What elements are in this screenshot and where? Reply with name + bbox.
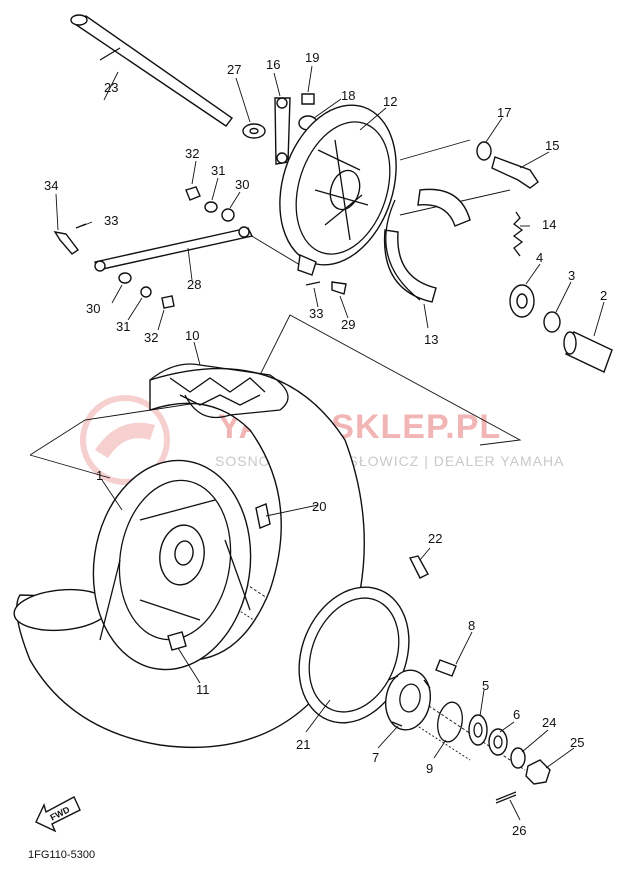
callout-11: 11 (196, 682, 210, 697)
torque-rod-28 (94, 226, 254, 272)
callout-32-bottom: 32 (144, 330, 158, 345)
callout-33-top: 33 (104, 213, 118, 228)
bearing-4 (509, 284, 535, 318)
callout-12: 12 (383, 94, 397, 109)
callout-29: 29 (341, 317, 355, 332)
seal-6 (488, 728, 508, 756)
bearing-5 (468, 714, 488, 746)
wheel-hub-1 (92, 459, 271, 671)
washer-30-bottom (118, 272, 132, 284)
brake-plate-12 (279, 104, 397, 276)
bolt-8 (435, 659, 457, 677)
callout-4: 4 (536, 250, 543, 265)
callout-27: 27 (227, 62, 241, 77)
cam-shaft-15 (491, 156, 539, 189)
callouts: 23 27 16 19 18 12 17 15 32 31 30 34 33 1… (44, 50, 607, 838)
callout-2: 2 (600, 288, 607, 303)
callout-23: 23 (104, 80, 118, 95)
callout-1: 1 (96, 468, 103, 483)
washer-31-bottom (140, 286, 152, 298)
spring-14 (512, 211, 524, 257)
nut-32-top (185, 186, 201, 201)
callout-14: 14 (542, 217, 556, 232)
callout-34: 34 (44, 178, 58, 193)
callout-20: 20 (312, 499, 326, 514)
callout-3: 3 (568, 268, 575, 283)
pin-33-bottom (305, 281, 321, 286)
washer-17 (476, 141, 492, 161)
part-code: 1FG110-5300 (28, 849, 95, 861)
callout-15: 15 (545, 138, 559, 153)
callout-9: 9 (426, 761, 433, 776)
bolt-29 (331, 281, 347, 295)
callout-5: 5 (482, 678, 489, 693)
callout-22: 22 (428, 531, 442, 546)
callout-28: 28 (187, 277, 201, 292)
callout-16: 16 (266, 57, 280, 72)
callout-30-bottom: 30 (86, 301, 100, 316)
callout-31-top: 31 (211, 163, 225, 178)
valve-11 (167, 631, 187, 651)
tire-10 (13, 363, 365, 749)
collar-3 (543, 311, 561, 333)
bolt-34 (53, 231, 80, 255)
direction-arrow-icon (35, 796, 81, 833)
callout-13: 13 (424, 332, 438, 347)
nut-25 (525, 759, 551, 785)
washer-31-top (204, 201, 218, 213)
clutch-hub-7 (385, 669, 431, 731)
washer-30-top (221, 208, 235, 222)
callout-17: 17 (497, 105, 511, 120)
bolt-22 (408, 555, 429, 579)
callout-24: 24 (542, 715, 556, 730)
callout-7: 7 (372, 750, 379, 765)
bolt-19 (301, 93, 315, 105)
washer-27 (242, 123, 266, 139)
callout-10: 10 (185, 328, 199, 343)
callout-32-top: 32 (185, 146, 199, 161)
callout-26: 26 (512, 823, 526, 838)
cotter-pin-26 (495, 791, 517, 804)
callout-31-bottom: 31 (116, 319, 130, 334)
callout-30-top: 30 (235, 177, 249, 192)
callout-25: 25 (570, 735, 584, 750)
brake-shoes-13 (383, 188, 471, 303)
nut-32-bottom (161, 295, 175, 309)
brake-arm-16 (274, 97, 291, 165)
callout-18: 18 (341, 88, 355, 103)
callout-6: 6 (513, 707, 520, 722)
spacer-2 (563, 331, 613, 373)
callout-8: 8 (468, 618, 475, 633)
callout-19: 19 (305, 50, 319, 65)
watermark-logo (80, 395, 170, 485)
o-ring-9 (437, 701, 463, 743)
axle-part (70, 14, 233, 127)
callout-21: 21 (296, 737, 310, 752)
collar-24 (510, 747, 526, 769)
leader-lines (55, 65, 605, 821)
callout-33-bottom: 33 (309, 306, 323, 321)
direction-badge: FWD (35, 796, 81, 833)
